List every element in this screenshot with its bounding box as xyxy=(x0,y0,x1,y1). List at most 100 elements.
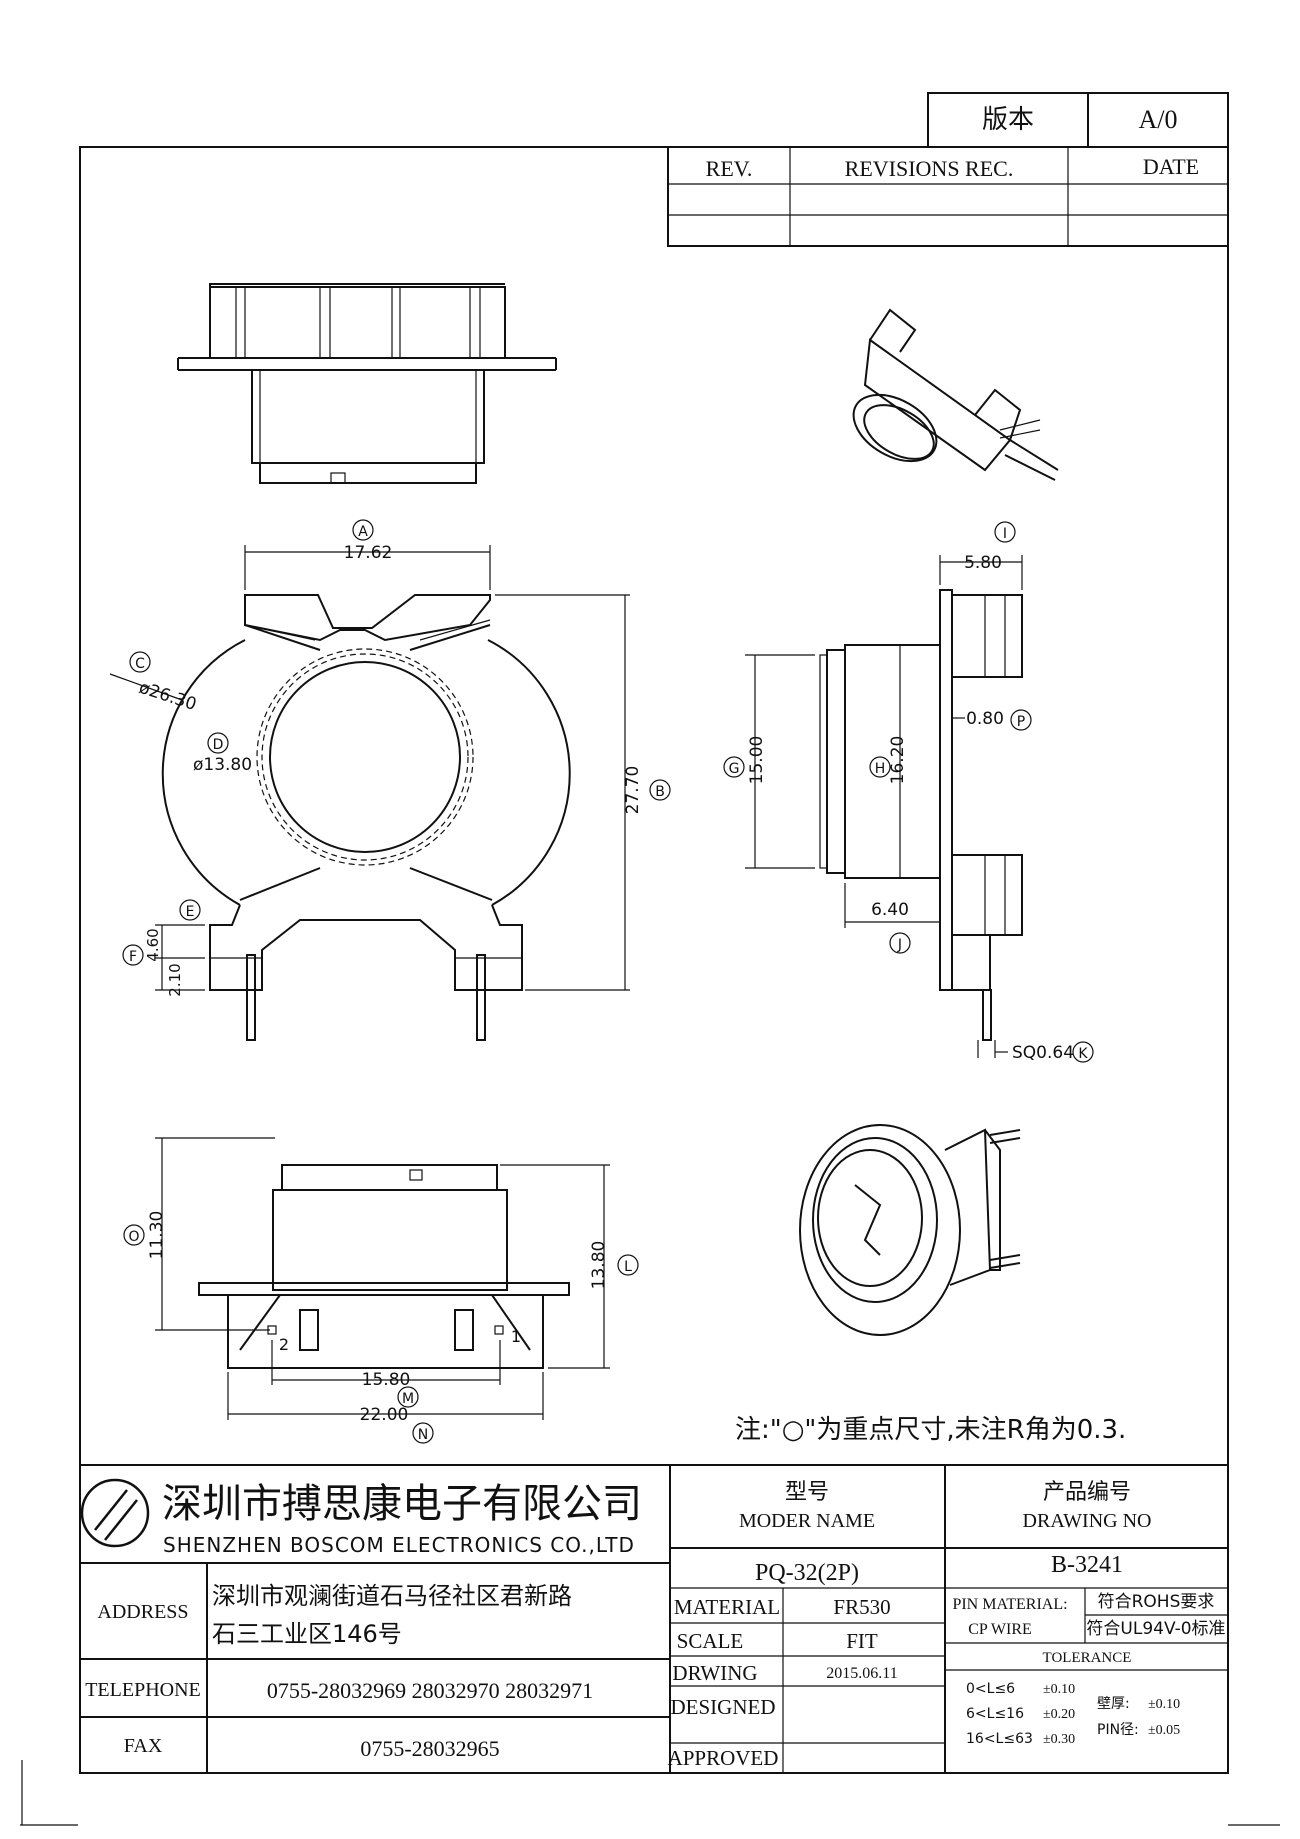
title-block: 深圳市搏思康电子有限公司 SHENZHEN BOSCOM ELECTRONICS… xyxy=(80,1464,1228,1773)
drwing-label: DRWING xyxy=(672,1661,757,1685)
dim-N-marker xyxy=(412,1422,434,1444)
designed-label: DESIGNED xyxy=(671,1695,776,1719)
fax-label: FAX xyxy=(124,1735,163,1757)
company-name-en: SHENZHEN BOSCOM ELECTRONICS CO.,LTD xyxy=(163,1533,635,1557)
tol-row2-value: ±0.20 xyxy=(1043,1707,1075,1722)
dim-J-marker xyxy=(889,932,911,954)
dim-E-marker xyxy=(179,899,201,921)
model-label-en: MODER NAME xyxy=(739,1510,875,1532)
dim-B-marker xyxy=(649,779,671,801)
address-line2: 石三工业区146号 xyxy=(212,1620,402,1648)
telephone-label: TELEPHONE xyxy=(85,1679,201,1701)
dim-N-value: 22.00 xyxy=(360,1405,409,1425)
version-label: 版本 xyxy=(982,105,1034,135)
dim-D-value: ø13.80 xyxy=(193,755,252,775)
version-box: 版本 A/0 xyxy=(927,92,1229,148)
dim-C-value: ø26.30 xyxy=(136,678,198,715)
dim-A-marker xyxy=(352,519,374,541)
dim-K-value: SQ0.64 xyxy=(1012,1043,1074,1063)
dim-F-value: 4.60 xyxy=(144,928,162,961)
dim-L-label: L xyxy=(624,1259,632,1275)
model-value: PQ-32(2P) xyxy=(755,1560,859,1586)
dim-A-value: 17.62 xyxy=(344,543,393,563)
isometric-view-bottom xyxy=(799,1124,1021,1336)
wall-value: ±0.10 xyxy=(1148,1697,1180,1712)
dim-M-marker xyxy=(397,1386,419,1408)
dim-O-marker xyxy=(123,1224,145,1246)
drawing-label-en: DRAWING NO xyxy=(1023,1510,1152,1532)
dim-J-value: 6.40 xyxy=(871,900,909,920)
address-label: ADDRESS xyxy=(97,1601,188,1623)
front-view xyxy=(161,594,571,1041)
tol-row1-range: 0<L≤6 xyxy=(966,1681,1015,1697)
dim-L-value: 13.80 xyxy=(589,1241,609,1290)
pin-dia-label: PIN径: xyxy=(1097,1722,1139,1738)
bottom-view: 2 1 xyxy=(198,1164,570,1369)
dim-G-label: G xyxy=(729,761,740,777)
front-pin-left xyxy=(246,954,256,1041)
dim-K-marker xyxy=(1072,1041,1094,1063)
dim-O-label: O xyxy=(128,1229,139,1245)
dim-N-label: N xyxy=(418,1427,428,1443)
approved-label: APPROVED xyxy=(668,1746,779,1770)
ul-compliance: 符合UL94V-0标准 xyxy=(1086,1619,1225,1639)
drwing-date: 2015.06.11 xyxy=(826,1665,897,1682)
tolerance-label: TOLERANCE xyxy=(1043,1650,1132,1666)
company-logo xyxy=(80,1478,150,1548)
rev-col-header: REV. xyxy=(706,156,753,181)
rohs-compliance: 符合ROHS要求 xyxy=(1098,1592,1215,1612)
telephone-value: 0755-28032969 28032970 28032971 xyxy=(267,1678,593,1703)
dim-I-marker xyxy=(994,521,1016,543)
fax-value: 0755-28032965 xyxy=(360,1736,499,1761)
company-name-cn: 深圳市搏思康电子有限公司 xyxy=(162,1481,642,1527)
dim-P-label: P xyxy=(1017,714,1025,730)
tol-row1-value: ±0.10 xyxy=(1043,1682,1075,1697)
address-line1: 深圳市观澜街道石马径社区君新路 xyxy=(212,1582,572,1610)
version-value: A/0 xyxy=(1139,105,1178,134)
dim-J-label: J xyxy=(897,937,902,953)
front-view-dimensions: A 17.62 27.70 B C ø26.30 D ø13.80 E F 4.… xyxy=(109,519,671,997)
profile-view-dimensions: 5.80 I 0.80 P 15.00 G 16.20 H 6.40 J SQ0… xyxy=(723,521,1094,1063)
dim-B-value: 27.70 xyxy=(623,766,643,815)
sheet-border xyxy=(79,146,1229,1774)
cp-wire-label: CP WIRE xyxy=(968,1621,1032,1638)
pin-material-label: PIN MATERIAL: xyxy=(952,1596,1067,1613)
dim-B-label: B xyxy=(655,784,665,800)
front-pin-right xyxy=(476,954,486,1041)
tol-row2-range: 6<L≤16 xyxy=(966,1706,1024,1722)
pin-1-label: 1 xyxy=(511,1327,521,1346)
revisions-table: REV. REVISIONS REC. DATE xyxy=(667,146,1229,247)
dim-H-marker xyxy=(869,756,891,778)
profile-pin xyxy=(982,989,992,1041)
pin-dia-value: ±0.05 xyxy=(1148,1723,1180,1738)
dim-C-label: C xyxy=(135,656,145,672)
dim-K-label: K xyxy=(1078,1046,1088,1062)
drawing-note: 注:"○"为重点尺寸,未注R角为0.3. xyxy=(735,1415,1126,1445)
dim-F-marker xyxy=(122,944,144,966)
material-value: FR530 xyxy=(833,1595,890,1619)
pin-2-label: 2 xyxy=(279,1335,289,1354)
dim-H-value: 16.20 xyxy=(888,736,908,785)
drawing-label-cn: 产品编号 xyxy=(1043,1480,1131,1505)
dim-I-value: 5.80 xyxy=(964,553,1002,573)
dim-C-marker xyxy=(129,651,151,673)
wall-label: 壁厚: xyxy=(1097,1696,1130,1712)
dim-P-marker xyxy=(1010,709,1032,731)
dim-G-value: 15.00 xyxy=(747,736,767,785)
drawing-number: B-3241 xyxy=(1051,1552,1123,1578)
scale-label: SCALE xyxy=(677,1629,744,1653)
date-col-header: DATE xyxy=(1143,154,1199,179)
dim-D-label: D xyxy=(213,737,224,753)
dim-F-label: F xyxy=(129,949,137,965)
pin-1-square xyxy=(494,1325,504,1335)
dim-I-label: I xyxy=(1003,526,1007,542)
tol-row3-range: 16<L≤63 xyxy=(966,1731,1033,1747)
dim-M-value: 15.80 xyxy=(362,1370,411,1390)
dim-E-label: E xyxy=(186,904,195,920)
revisions-col-header: REVISIONS REC. xyxy=(845,156,1014,181)
profile-view xyxy=(819,589,1023,1041)
material-label: MATERIAL xyxy=(674,1595,780,1619)
isometric-view-top xyxy=(852,308,1059,481)
dim-F2-value: 2.10 xyxy=(166,963,184,996)
